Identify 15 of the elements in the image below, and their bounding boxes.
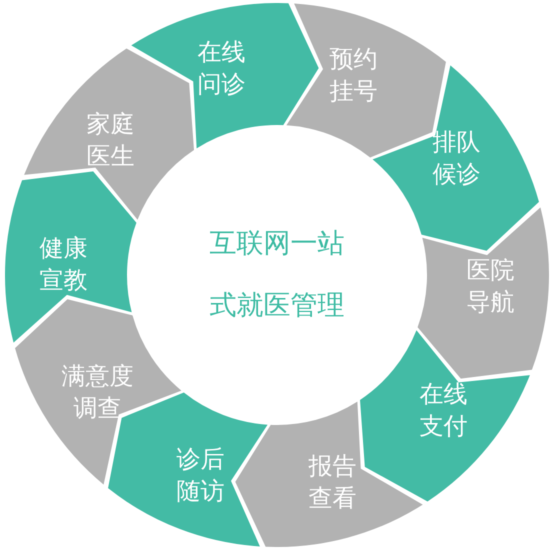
center-title: 互联网一站式就医管理 (208, 227, 346, 323)
segment-label: 报告查看 (308, 450, 357, 514)
arrow-segment (360, 330, 530, 502)
segment-label: 排队候诊 (432, 127, 481, 190)
segment-label: 医院导航 (466, 255, 516, 318)
segment-label: 在线问诊 (197, 37, 246, 100)
segment-label: 健康宣教 (38, 232, 88, 296)
arrow-segment (417, 207, 549, 379)
arrow-segment (5, 171, 137, 343)
segment-label: 满意度调查 (61, 360, 134, 424)
segment-label: 预约挂号 (329, 44, 378, 108)
segment-label: 家庭医生 (86, 109, 136, 172)
segment-label: 诊后随访 (176, 444, 225, 507)
arrow-segment (24, 48, 194, 220)
segment-label: 在线支付 (418, 378, 468, 442)
